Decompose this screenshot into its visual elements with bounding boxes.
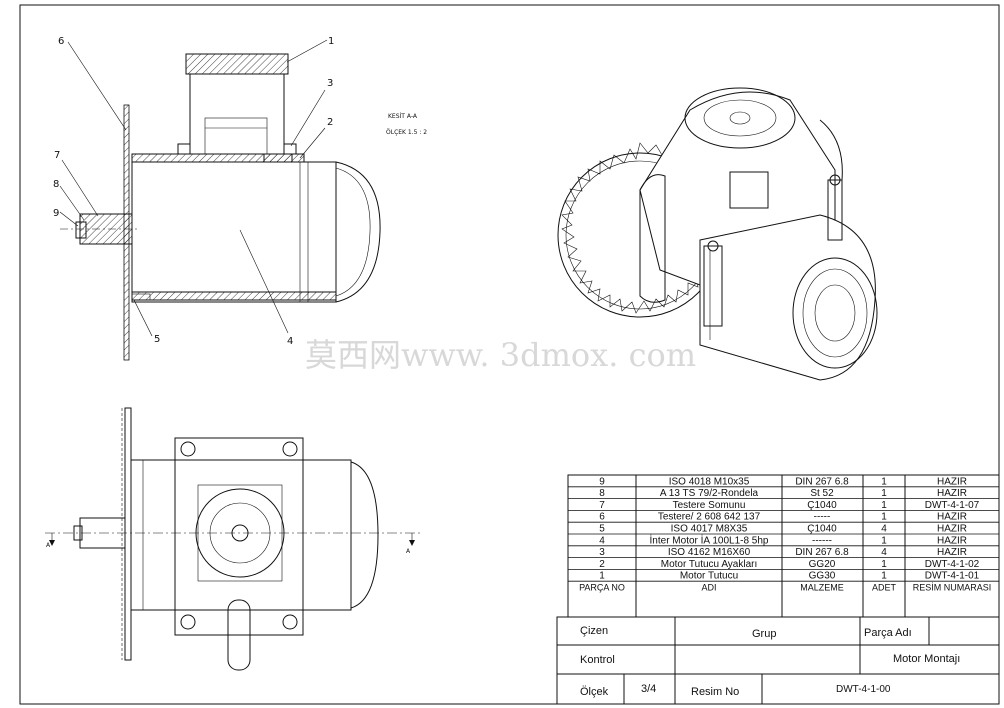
bom-cell-ref: HAZIR (937, 488, 967, 499)
balloons: 1 2 3 4 5 6 7 8 9 (53, 36, 334, 347)
balloon-2: 2 (327, 117, 333, 128)
bom-cell-ref: HAZIR (937, 524, 967, 535)
bom-cell-qty: 4 (881, 524, 887, 535)
grup-label: Grup (752, 628, 776, 640)
balloon-1: 1 (328, 36, 334, 47)
bom-cell-name: Testere Somunu (673, 500, 746, 511)
bom-cell-ref: DWT-4-1-02 (925, 559, 980, 570)
bom-cell-material: ------ (812, 535, 832, 546)
bom-cell-qty: 1 (881, 559, 887, 570)
bom-cell-ref: HAZIR (937, 535, 967, 546)
bom-cell-no: 7 (599, 500, 605, 511)
bom-header-name: ADI (701, 583, 716, 593)
parca-adi-label: Parça Adı (864, 627, 912, 639)
bom-cell-no: 2 (599, 559, 605, 570)
olcek-label: Ölçek (580, 686, 609, 698)
bom-cell-name: Testere/ 2 608 642 137 (658, 512, 761, 523)
section-view-a-a (60, 53, 381, 361)
bom-cell-name: ISO 4162 M16X60 (668, 547, 751, 558)
bom-cell-qty: 1 (881, 500, 887, 511)
balloon-4: 4 (287, 336, 293, 347)
bom-cell-name: Motor Tutucu Ayakları (661, 559, 758, 570)
watermark: 莫西网www. 3dmox. com (305, 336, 696, 374)
drawing-number: DWT-4-1-00 (836, 684, 891, 695)
sheet-border (19, 4, 1000, 705)
bom-cell-material: GG30 (809, 571, 836, 582)
bom-header-ref: RESİM NUMARASI (913, 583, 992, 593)
bom-cell-no: 9 (599, 476, 605, 487)
bom-cell-name: ISO 4017 M8X35 (671, 524, 748, 535)
bom-cell-no: 4 (599, 535, 605, 546)
balloon-5: 5 (154, 334, 160, 345)
balloon-8: 8 (53, 179, 59, 190)
bom-cell-ref: HAZIR (937, 476, 967, 487)
bom-cell-no: 6 (599, 512, 605, 523)
bom-cell-material: GG20 (809, 559, 836, 570)
bom-cell-qty: 1 (881, 512, 887, 523)
bom-cell-qty: 1 (881, 535, 887, 546)
bom-cell-no: 8 (599, 488, 605, 499)
bom-cell-name: ISO 4018 M10x35 (669, 476, 750, 487)
section-title: KESİT A-A (388, 113, 418, 120)
balloon-6: 6 (58, 36, 64, 47)
scale-value: 3/4 (641, 683, 656, 695)
bom-cell-no: 5 (599, 524, 605, 535)
resim-no-label: Resim No (691, 686, 739, 698)
bom-cell-material: DIN 267 6.8 (795, 476, 849, 487)
balloon-7: 7 (54, 150, 60, 161)
bom-cell-name: İnter Motor İA 100L1-8 5hp (650, 533, 769, 546)
isometric-view (557, 87, 878, 381)
section-scale: ÖLÇEK 1.5 : 2 (386, 129, 427, 136)
bom-cell-qty: 1 (881, 571, 887, 582)
bom-header-qty: ADET (872, 583, 897, 593)
bom-cell-material: Ç1040 (807, 500, 837, 511)
section-mark-right: A (406, 548, 411, 555)
bom-cell-no: 1 (599, 571, 605, 582)
bom-cell-name: Motor Tutucu (680, 571, 738, 582)
section-mark-left: A (46, 542, 51, 549)
bom-cell-material: Ç1040 (807, 524, 837, 535)
bom-cell-ref: HAZIR (937, 547, 967, 558)
bom-cell-qty: 1 (881, 476, 887, 487)
bom-cell-qty: 1 (881, 488, 887, 499)
plan-view (45, 407, 420, 671)
bom-cell-material: DIN 267 6.8 (795, 547, 849, 558)
cizen-label: Çizen (580, 625, 608, 637)
kontrol-label: Kontrol (580, 654, 615, 666)
bom-header-no: PARÇA NO (579, 583, 625, 593)
bom-cell-ref: DWT-4-1-01 (925, 571, 980, 582)
balloon-9: 9 (53, 208, 59, 219)
bom-cell-ref: DWT-4-1-07 (925, 500, 980, 511)
bom-cell-no: 3 (599, 547, 605, 558)
balloon-3: 3 (327, 78, 333, 89)
part-name: Motor Montajı (893, 653, 960, 665)
title-block (556, 616, 1000, 705)
bom-cell-material: St 52 (810, 488, 834, 499)
bom-cell-material: ----- (814, 512, 831, 523)
bom-cell-name: A 13 TS 79/2-Rondela (660, 488, 759, 499)
bom-cell-ref: HAZIR (937, 512, 967, 523)
bom-cell-qty: 4 (881, 547, 887, 558)
bom-header-material: MALZEME (800, 583, 844, 593)
